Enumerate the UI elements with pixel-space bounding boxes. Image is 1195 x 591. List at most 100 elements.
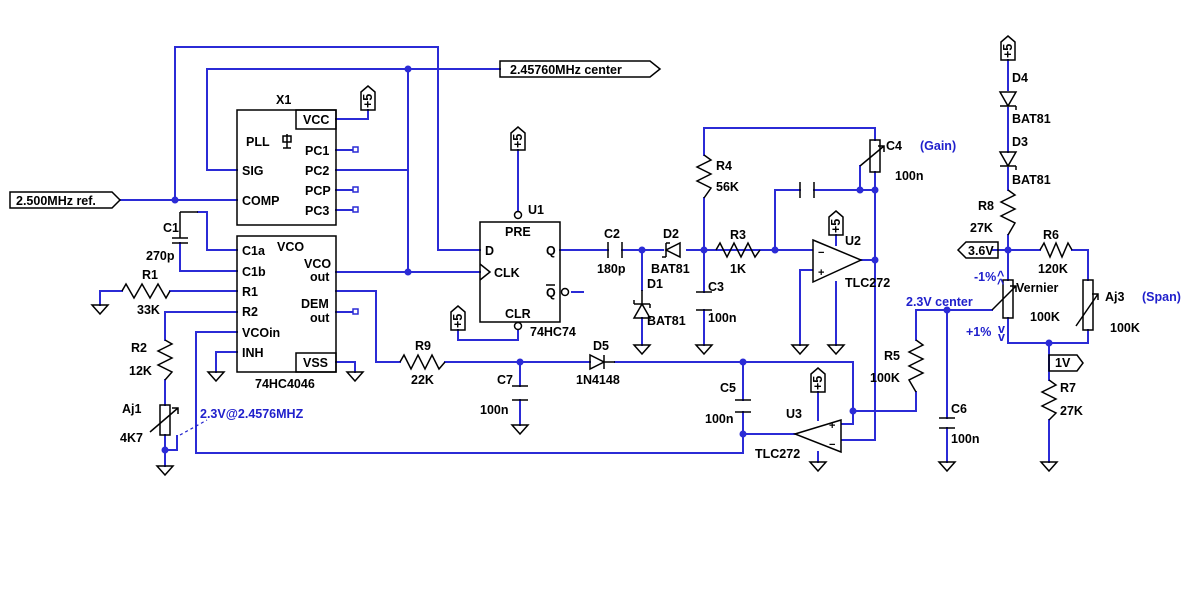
svg-text:Aj3: Aj3 [1105, 290, 1125, 304]
x1-pin-c1a: C1a [242, 244, 266, 258]
svg-text:+1%: +1% [966, 325, 991, 339]
supply-x1-vcc: +5 [360, 85, 376, 111]
ic-u1-74hc74[interactable]: U1 PRE D CLK Q Q CLR 74HC74 [479, 203, 576, 339]
resistor-r4[interactable]: R4 56K [695, 154, 739, 199]
net-label-3v6[interactable]: 3.6V [956, 241, 999, 259]
opamp-u2[interactable]: − + U2 TLC272 [812, 234, 890, 290]
svg-text:270p: 270p [146, 249, 175, 263]
ground-symbols [90, 304, 1059, 477]
svg-text:27K: 27K [1060, 404, 1083, 418]
resistor-r6[interactable]: R6 120K [1038, 228, 1073, 276]
svg-text:+5: +5 [1001, 44, 1015, 58]
svg-text:R8: R8 [978, 199, 994, 213]
svg-text:33K: 33K [137, 303, 160, 317]
x1-pin-r1: R1 [242, 285, 258, 299]
ic-x1-74hc4046[interactable]: X1 PLL VCO SIG COMP C1a C1b R1 R2 VCOin … [236, 93, 359, 391]
pot-vernier[interactable]: Vernier 100K [991, 279, 1060, 324]
capacitor-c7[interactable]: C7 100n [480, 373, 528, 417]
svg-text:+5: +5 [829, 219, 843, 233]
annotation-center-v: 2.3V center [906, 295, 973, 309]
opamp-u3[interactable]: + − U3 TLC272 [755, 407, 842, 461]
x1-pll-label: PLL [246, 135, 270, 149]
x1-pin-pc3: PC3 [305, 204, 329, 218]
capacitor-c4[interactable]: R3 C4 C4 C4 C4 C4 C4 C4 C4 C4 C4 C4 C4 C… [799, 182, 815, 198]
svg-text:TLC272: TLC272 [755, 447, 800, 461]
resistor-r9[interactable]: R9 22K [399, 339, 446, 387]
svg-text:U2: U2 [845, 234, 861, 248]
net-label-1v[interactable]: 1V [1048, 354, 1084, 372]
svg-text:D5: D5 [593, 339, 609, 353]
capacitor-c5[interactable]: C5 100n [705, 381, 751, 426]
diode-d2[interactable]: D2 BAT81 [651, 227, 690, 276]
x1-pin-sig: SIG [242, 164, 264, 178]
svg-text:3.6V: 3.6V [968, 244, 994, 258]
resistor-r7[interactable]: R7 27K [1040, 379, 1083, 421]
x1-ref: X1 [276, 93, 291, 107]
annotation-vernier-range: -1% ^ ^ +1% v v [966, 269, 1005, 344]
svg-text:D3: D3 [1012, 135, 1028, 149]
resistor-r8[interactable]: R8 27K [970, 189, 1017, 236]
diode-d3[interactable]: D3 BAT81 [998, 135, 1051, 187]
junctions [161, 65, 1053, 454]
x1-pin-vco-out: out [310, 270, 330, 284]
svg-text:100n: 100n [708, 311, 737, 325]
svg-text:TLC272: TLC272 [845, 276, 890, 290]
svg-text:R1: R1 [142, 268, 158, 282]
capacitor-c6[interactable]: C6 100n [939, 402, 980, 446]
svg-text:Vernier: Vernier [1016, 281, 1059, 295]
pot-aj2[interactable]: C4 (Gain) 100n [859, 139, 956, 183]
resistor-r3[interactable]: R3 1K [715, 228, 761, 276]
svg-text:D4: D4 [1012, 71, 1028, 85]
x1-part: 74HC4046 [255, 377, 315, 391]
u1-pin-clr: CLR [505, 307, 531, 321]
capacitor-c1[interactable]: C1 270p [146, 211, 198, 263]
x1-pin-dem: DEM [301, 297, 329, 311]
svg-text:R9: R9 [415, 339, 431, 353]
capacitor-c3[interactable]: C3 100n [696, 280, 737, 325]
pot-aj3[interactable]: Aj3 (Span) 100K [1075, 279, 1181, 335]
x1-pin-pcp: PCP [305, 184, 331, 198]
supply-flags: +5 +5 +5 +5 +5 +5 [360, 35, 1016, 393]
x1-pin-pc2: PC2 [305, 164, 329, 178]
pot-aj1[interactable]: Aj1 4K7 [120, 402, 179, 445]
x1-pin-vss: VSS [303, 356, 328, 370]
diode-d5[interactable]: D5 1N4148 [576, 339, 620, 387]
svg-text:R4: R4 [716, 159, 732, 173]
svg-text:BAT81: BAT81 [651, 262, 690, 276]
svg-text:100K: 100K [870, 371, 900, 385]
svg-text:R3: R3 [730, 228, 746, 242]
net-label-ref-in[interactable]: 2.500MHz ref. [9, 191, 122, 209]
supply-u1-clr: +5 [450, 305, 466, 331]
svg-text:BAT81: BAT81 [647, 314, 686, 328]
resistor-r1[interactable]: R1 33K [121, 268, 171, 317]
svg-text:2.500MHz ref.: 2.500MHz ref. [16, 194, 96, 208]
u2-inv: − [818, 247, 824, 259]
resistor-r5[interactable]: R5 100K [870, 339, 925, 393]
diode-d1[interactable]: D1 BAT81 [632, 277, 686, 328]
svg-text:C2: C2 [604, 227, 620, 241]
diode-d4[interactable]: D4 BAT81 [998, 71, 1051, 126]
svg-text:D1: D1 [647, 277, 663, 291]
svg-text:BAT81: BAT81 [1012, 173, 1051, 187]
svg-text:100n: 100n [480, 403, 509, 417]
x1-pin-inh: INH [242, 346, 264, 360]
svg-text:+5: +5 [511, 134, 525, 148]
svg-text:U3: U3 [786, 407, 802, 421]
u3-inv: − [829, 439, 835, 451]
net-label-center-freq[interactable]: 2.45760MHz center [499, 60, 662, 78]
svg-text:12K: 12K [129, 364, 152, 378]
wires [99, 46, 1089, 467]
svg-text:C7: C7 [497, 373, 513, 387]
x1-pin-dem-out: out [310, 311, 330, 325]
resistor-r2[interactable]: R2 12K [129, 339, 174, 381]
svg-text:100n: 100n [895, 169, 924, 183]
capacitor-c2[interactable]: C2 180p [597, 227, 626, 276]
svg-text:2.3V center: 2.3V center [906, 295, 973, 309]
svg-text:(Span): (Span) [1142, 290, 1181, 304]
u1-part: 74HC74 [530, 325, 576, 339]
svg-text:-1%: -1% [974, 270, 996, 284]
annotation-aj1: 2.3V@2.4576MHZ [179, 407, 304, 436]
svg-text:100n: 100n [705, 412, 734, 426]
svg-text:C4: C4 [886, 139, 902, 153]
